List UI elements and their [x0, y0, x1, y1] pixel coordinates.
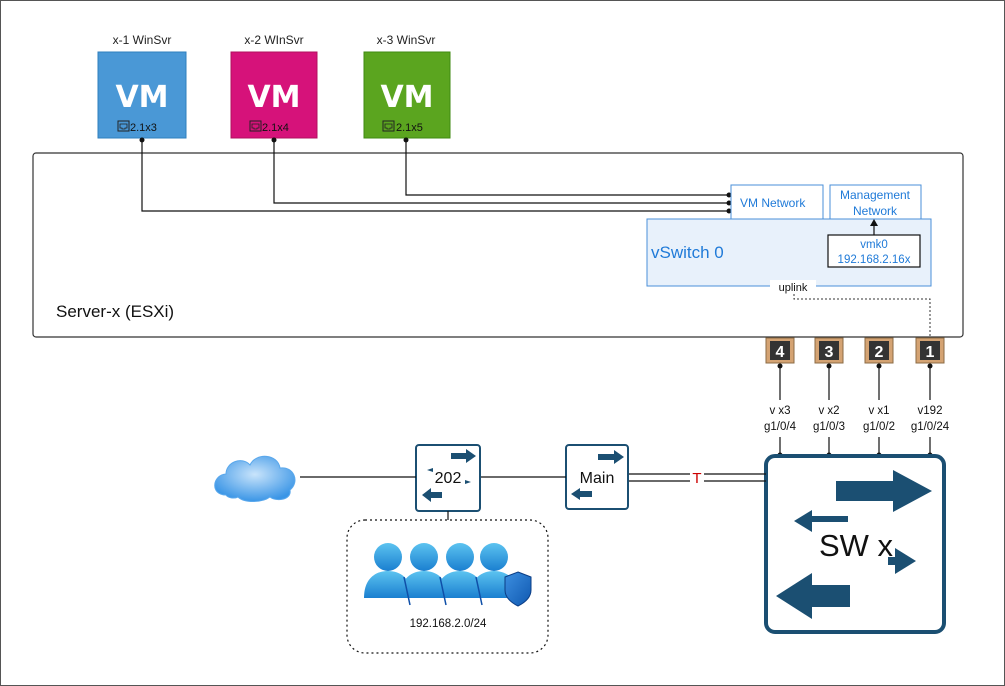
management-network-label-2: Network	[853, 204, 898, 218]
vm-title: x-1 WinSvr	[113, 33, 172, 47]
router-label: 202	[435, 470, 462, 487]
user-lan-zone[interactable]	[346, 519, 549, 654]
vswitch-label: vSwitch 0	[651, 243, 724, 262]
router-202[interactable]: 202	[415, 444, 481, 512]
switch-port-label: g1/0/4	[764, 421, 797, 433]
router-main[interactable]: Main	[565, 444, 629, 510]
vmk-ip: 192.168.2.16x	[838, 254, 911, 266]
arrow-up-icon	[870, 219, 878, 226]
uplink-line	[793, 286, 931, 340]
nic-port-3[interactable]: 3	[814, 337, 844, 364]
cloud-icon[interactable]	[214, 455, 296, 502]
vmk-label: vmk0	[860, 239, 887, 251]
link-dots	[777, 363, 933, 458]
shield-icon	[504, 571, 532, 607]
vm-2[interactable]: x-2 WInSvr VM 2.1x4	[230, 33, 318, 139]
vm-title: x-2 WInSvr	[244, 33, 303, 47]
vlan-label: v192	[918, 405, 943, 417]
vm-1[interactable]: x-1 WinSvr VM 2.1x3	[97, 33, 187, 139]
vm-box	[230, 51, 318, 139]
switch-port-label: g1/0/3	[813, 421, 845, 433]
switch-port-label: g1/0/24	[911, 421, 950, 433]
vm-network-label: VM Network	[740, 196, 806, 210]
vlan-label: v x2	[818, 405, 839, 417]
vm-network-portgroup[interactable]	[730, 184, 824, 220]
vlan-label: v x1	[868, 405, 889, 417]
connection-dots	[139, 137, 732, 214]
users-icon	[364, 543, 532, 607]
nic-port-4[interactable]: 4	[765, 337, 795, 364]
management-network-portgroup[interactable]	[829, 184, 922, 220]
arrow-left-icon	[422, 488, 442, 502]
uplink-label-bg	[770, 280, 816, 294]
vm-port-label: 2.1x3	[130, 122, 157, 134]
vm-title: x-3 WinSvr	[377, 33, 436, 47]
arrow-right-icon	[598, 450, 624, 464]
subnet-label: 192.168.2.0/24	[410, 618, 487, 630]
nic-port-number: 1	[926, 344, 935, 361]
switch-arrows-icon	[776, 470, 932, 619]
ethernet-port-icon	[117, 120, 130, 132]
vm-label: VM	[380, 80, 433, 115]
switch-sw-x[interactable]: SW x	[764, 454, 946, 634]
arrow-right-icon	[451, 449, 476, 463]
vlan-label: v x3	[769, 405, 790, 417]
arrow-left-icon	[571, 488, 592, 500]
uplink-label: uplink	[779, 282, 808, 294]
nic-port-1[interactable]: 1	[915, 337, 945, 364]
vm-3[interactable]: x-3 WinSvr VM 2.1x5	[363, 33, 451, 139]
nic-port-number: 3	[825, 344, 834, 361]
vm-label: VM	[247, 80, 300, 115]
vm-box	[363, 51, 451, 139]
switch-port-label: g1/0/2	[863, 421, 895, 433]
vm-port-label: 2.1x4	[262, 122, 289, 134]
nic-port-number: 2	[875, 344, 884, 361]
ethernet-port-icon	[382, 120, 395, 132]
server-label: Server-x (ESXi)	[56, 302, 174, 321]
vm-label: VM	[115, 80, 168, 115]
router-label: Main	[580, 470, 615, 487]
trunk-label: T	[692, 470, 701, 487]
server-container[interactable]	[32, 152, 964, 338]
switch-label: SW x	[819, 528, 894, 563]
nic-switch-links	[779, 366, 931, 455]
management-network-label-1: Management	[840, 188, 911, 202]
nic-port-2[interactable]: 2	[864, 337, 894, 364]
ethernet-port-icon	[249, 120, 262, 132]
vm-connections	[141, 140, 729, 212]
nic-port-number: 4	[776, 344, 785, 361]
trunk-link: T	[628, 468, 766, 487]
vm-port-label: 2.1x5	[396, 122, 423, 134]
